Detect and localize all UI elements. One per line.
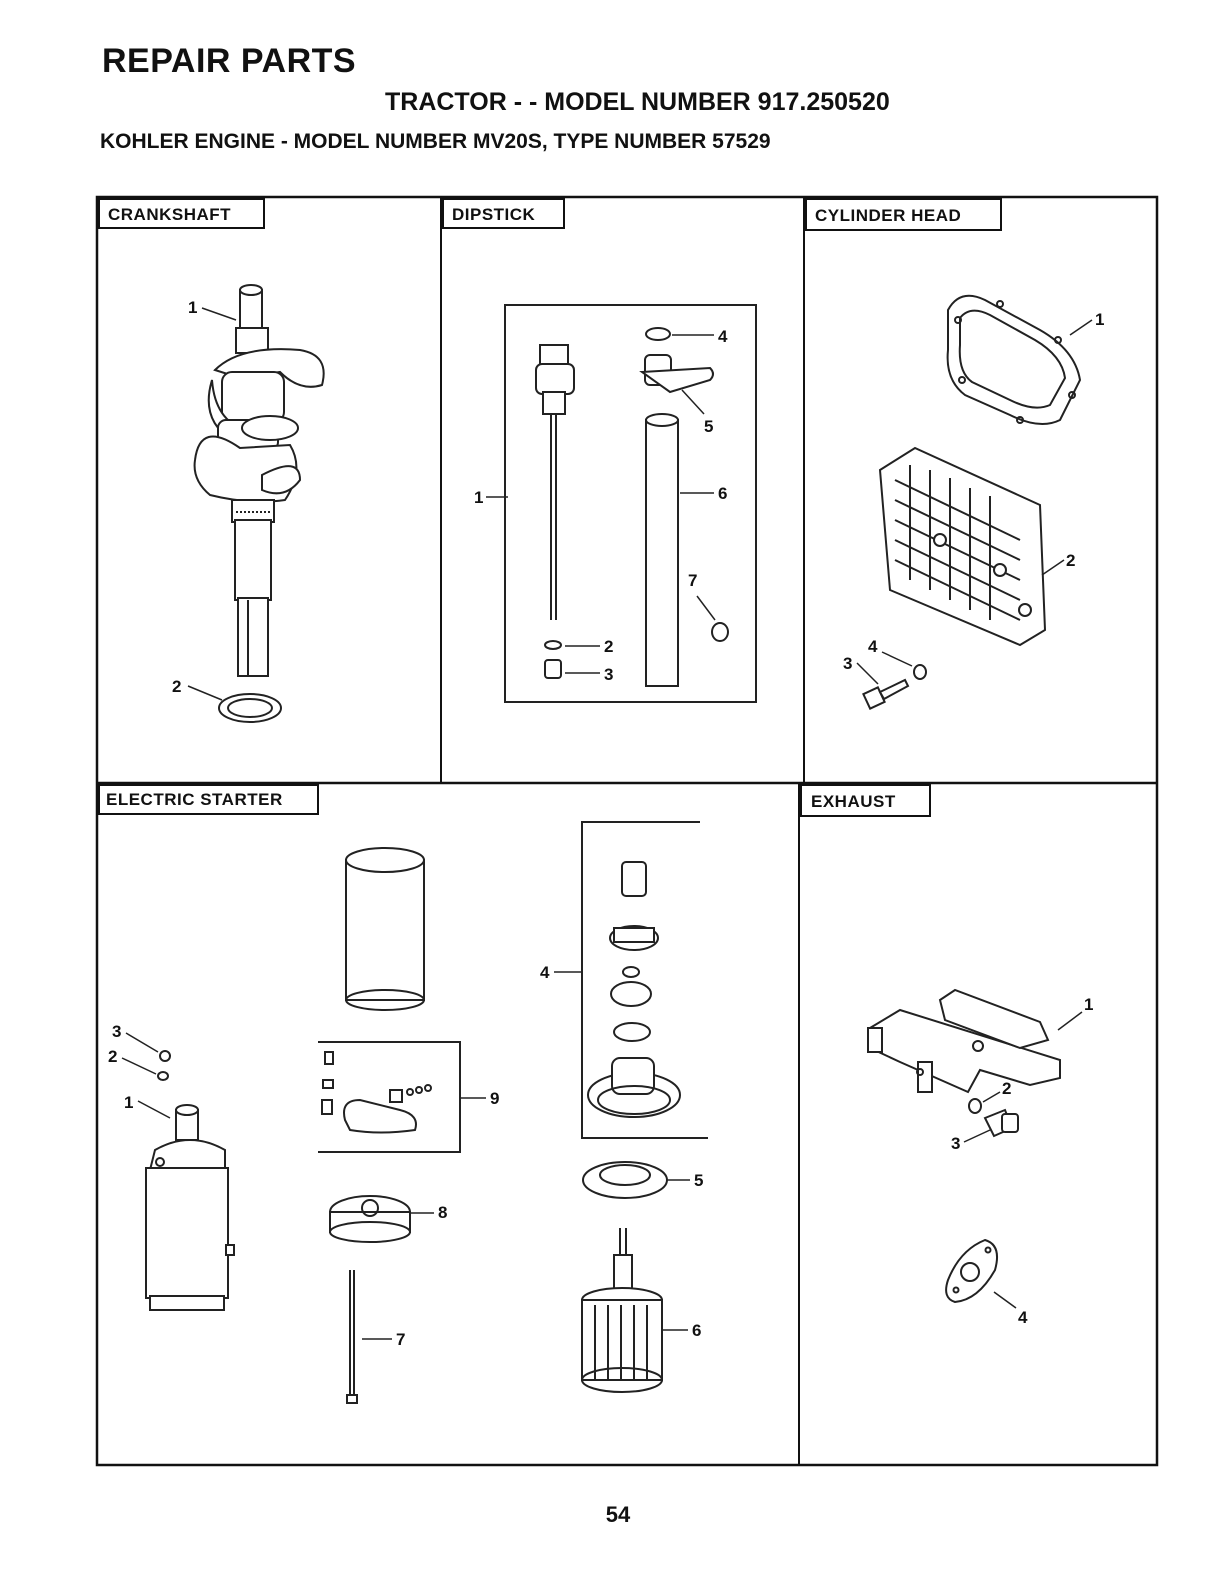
callout-2: 2 [108,1047,117,1066]
section-dipstick-header: DIPSTICK [442,198,565,229]
callout-1: 1 [188,298,197,317]
callout-6: 6 [692,1321,701,1340]
callout-8: 8 [438,1203,447,1222]
section-cylinder-head-title: CYLINDER HEAD [815,206,961,225]
section-electric-starter-header: ELECTRIC STARTER [98,784,319,815]
cylinder-head-illustration [862,294,1082,710]
exhaust-callouts: 1 2 3 4 [951,995,1093,1327]
callout-7: 7 [688,571,697,590]
callout-6: 6 [718,484,727,503]
electric-starter-illustration [145,821,708,1404]
diagram-grid [95,195,1159,1467]
callout-4: 4 [540,963,550,982]
section-cylinder-head-header: CYLINDER HEAD [805,198,1002,231]
page-number: 54 [605,1502,631,1527]
crankshaft-callouts: 1 2 [172,298,237,701]
callout-9: 9 [490,1089,499,1108]
callout-4: 4 [868,637,878,656]
cylinder-head-callouts: 1 2 3 4 [843,310,1104,685]
section-exhaust-title: EXHAUST [811,792,896,811]
engine-model-heading: KOHLER ENGINE - MODEL NUMBER MV20S, TYPE… [100,130,771,153]
callout-4: 4 [718,327,728,346]
callout-2: 2 [1002,1079,1011,1098]
callout-2: 2 [1066,551,1075,570]
callout-1: 1 [474,488,483,507]
section-exhaust-header: EXHAUST [800,784,931,817]
callout-2: 2 [172,677,181,696]
callout-5: 5 [704,417,713,436]
section-crankshaft-title: CRANKSHAFT [108,205,231,224]
callout-4: 4 [1018,1308,1028,1327]
callout-1: 1 [1084,995,1093,1014]
crankshaft-illustration [193,284,325,723]
callout-1: 1 [1095,310,1104,329]
callout-1: 1 [124,1093,133,1112]
callout-2: 2 [604,637,613,656]
page-title: REPAIR PARTS [102,42,357,80]
section-crankshaft-header: CRANKSHAFT [98,198,265,229]
section-dipstick-title: DIPSTICK [452,205,536,224]
exhaust-illustration [867,988,1061,1304]
dipstick-illustration [504,304,757,703]
electric-starter-callouts: 1 2 3 4 5 6 7 8 9 [108,963,703,1349]
section-electric-starter-title: ELECTRIC STARTER [106,790,283,809]
tractor-model-heading: TRACTOR - - MODEL NUMBER 917.250520 [385,88,890,116]
callout-7: 7 [396,1330,405,1349]
callout-3: 3 [112,1022,121,1041]
callout-5: 5 [694,1171,703,1190]
dipstick-callouts: 1 2 3 4 5 6 7 [474,327,728,684]
callout-3: 3 [843,654,852,673]
callout-3: 3 [951,1134,960,1153]
callout-3: 3 [604,665,613,684]
